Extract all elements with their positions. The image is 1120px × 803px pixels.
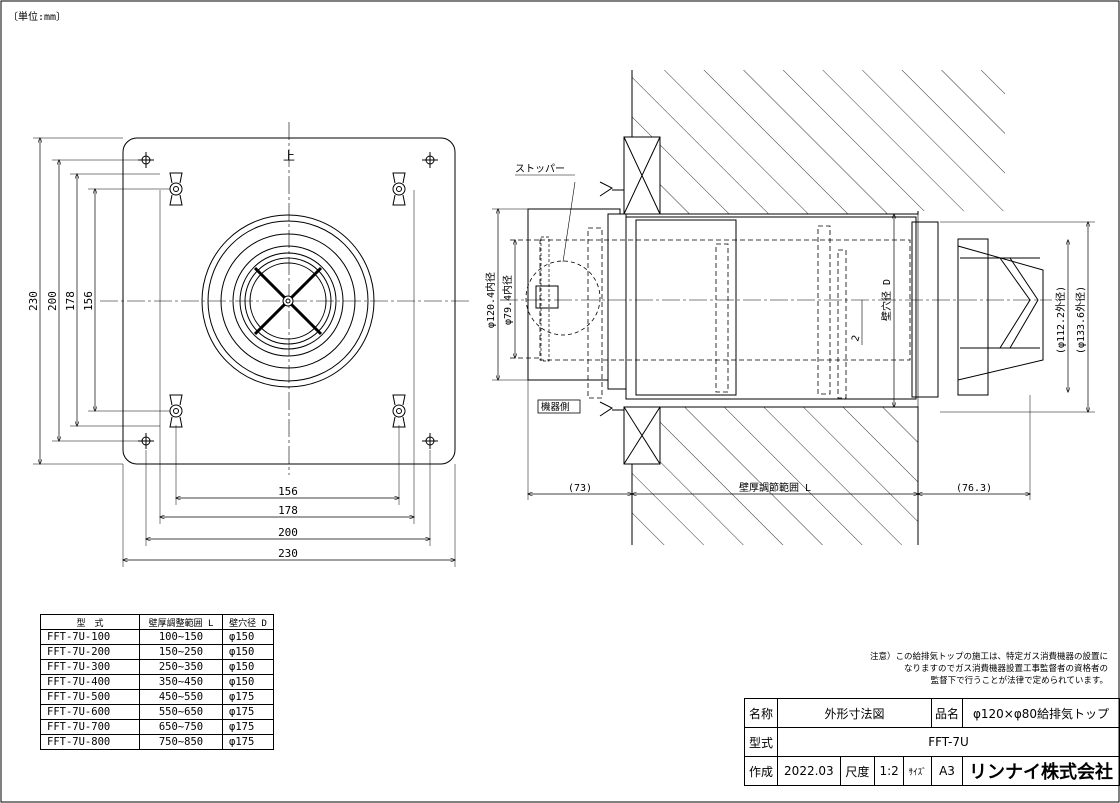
spec-cell: FFT-7U-500 (40, 689, 140, 705)
dim-200-v: 200 (46, 291, 59, 311)
hole-dia-label: 壁穴径 D (880, 279, 893, 321)
spec-cell: φ150 (222, 659, 274, 675)
product-value: φ120×φ80給排気トップ (962, 698, 1120, 728)
dim-200-h: 200 (278, 526, 298, 539)
outer-ring (201, 214, 375, 388)
spec-cell: 550~650 (139, 704, 223, 720)
model-label: 型式 (744, 727, 778, 757)
spec-cell: FFT-7U-100 (40, 629, 140, 645)
spec-cell: FFT-7U-300 (40, 659, 140, 675)
dim-156-v: 156 (82, 291, 95, 311)
dim-range-L: 壁厚調節範囲 L (739, 481, 811, 494)
dim-73: (73) (568, 483, 592, 494)
spec-cell: φ150 (222, 629, 274, 645)
spec-cell: φ150 (222, 644, 274, 660)
spec-cell: FFT-7U-700 (40, 719, 140, 735)
spec-cell: φ175 (222, 719, 274, 735)
device-side-label: 機器側 (541, 401, 570, 413)
title-block: 名称 外形寸法図 品名 φ120×φ80給排気トップ 型式 FFT-7U 作成 … (744, 698, 1120, 786)
gap-label: 2 (850, 334, 862, 343)
note-line-1: 注意）この給排気トップの施工は、特定ガス消費機器の設置に (869, 652, 1108, 662)
legal-note: 注意）この給排気トップの施工は、特定ガス消費機器の設置に なりますのでガス消費機… (850, 651, 1108, 687)
spec-cell: 650~750 (139, 719, 223, 735)
spec-header-model: 型 式 (40, 614, 140, 630)
scale-value: 1:2 (874, 756, 905, 786)
product-label: 品名 (930, 698, 964, 728)
unit-label: 〔単位:mm〕 (8, 12, 67, 23)
outer-dia-2: (φ133.6外径) (1074, 286, 1087, 354)
dim-230-h: 230 (278, 547, 298, 560)
dim-178-h: 178 (278, 504, 298, 517)
section-view (492, 70, 1095, 545)
stopper-label: ストッパー (515, 163, 565, 175)
spec-header-row: 型 式 壁厚調整範囲 L 壁穴径 D (40, 614, 274, 630)
made-value: 2022.03 (777, 756, 841, 786)
model-value: FFT-7U (777, 727, 1120, 757)
spec-cell: FFT-7U-600 (40, 704, 140, 720)
note-line-3: 監督下で行うことが法律で定められています。 (930, 676, 1108, 686)
spec-cell: FFT-7U-800 (40, 734, 140, 750)
front-view (33, 122, 470, 567)
spec-cell: 250~350 (139, 659, 223, 675)
dim-178-v: 178 (64, 291, 77, 311)
spec-cell: φ175 (222, 689, 274, 705)
size-value: A3 (930, 756, 964, 786)
spec-cell: FFT-7U-400 (40, 674, 140, 690)
size-label: ｻｲｽﾞ (903, 756, 932, 786)
spec-cell: 100~150 (139, 629, 223, 645)
spec-header-range: 壁厚調整範囲 L (139, 614, 223, 630)
name-value: 外形寸法図 (777, 698, 932, 728)
spec-header-hole: 壁穴径 D (222, 614, 274, 630)
spec-cell: 450~550 (139, 689, 223, 705)
spec-cell: 750~850 (139, 734, 223, 750)
spec-cell: FFT-7U-200 (40, 644, 140, 660)
corner-holes (138, 152, 438, 449)
spec-cell: φ175 (222, 704, 274, 720)
note-line-2: なりますのでガス消費機器設置工事監督者の資格者の (903, 664, 1108, 674)
dim-230-v: 230 (27, 291, 40, 311)
dim-76-3: (76.3) (956, 483, 992, 494)
company-name: リンナイ株式会社 (962, 756, 1120, 786)
inner-dia-1: φ120.4内径 (484, 272, 497, 328)
spec-cell: φ175 (222, 734, 274, 750)
inner-dia-2: φ79.4内径 (501, 275, 514, 325)
top-mark: 上 (283, 149, 295, 163)
section-labels: ストッパー 機器側 φ120.4内径 φ79.4内径 壁穴径 D (φ112.2… (484, 163, 1087, 494)
outer-dia-1: (φ112.2外径) (1054, 286, 1067, 354)
made-label: 作成 (744, 756, 778, 786)
spec-cell: φ150 (222, 674, 274, 690)
spec-cell: 150~250 (139, 644, 223, 660)
scale-label: 尺度 (839, 756, 876, 786)
front-dim-labels: 上 156 178 200 230 156 178 200 230 (27, 149, 298, 560)
dim-156-h: 156 (278, 485, 298, 498)
name-label: 名称 (744, 698, 778, 728)
spec-cell: 350~450 (139, 674, 223, 690)
